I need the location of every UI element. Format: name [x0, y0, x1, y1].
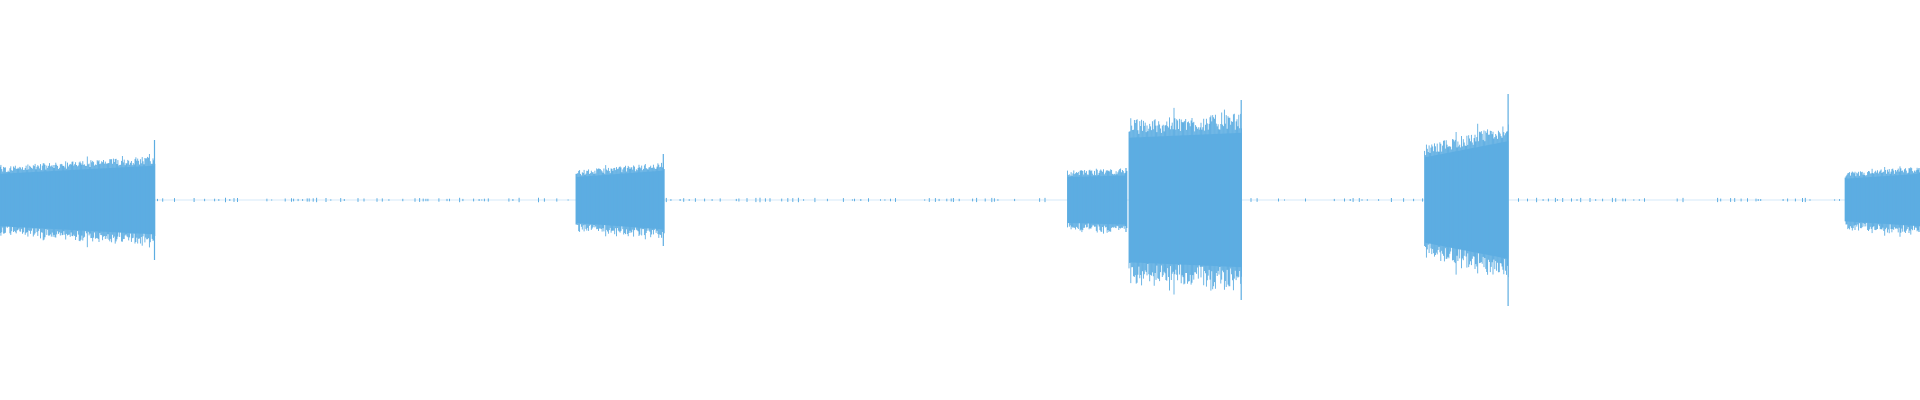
waveform-segment[interactable]	[1128, 100, 1242, 300]
waveform-segment[interactable]	[575, 154, 665, 246]
waveform-segment[interactable]	[1424, 94, 1509, 306]
waveform-segments	[0, 94, 1920, 306]
waveform-segment[interactable]	[0, 140, 156, 260]
waveform-silence-ticks	[157, 197, 1840, 203]
waveform-segment[interactable]	[1067, 168, 1128, 234]
waveform-segment[interactable]	[1844, 166, 1920, 237]
